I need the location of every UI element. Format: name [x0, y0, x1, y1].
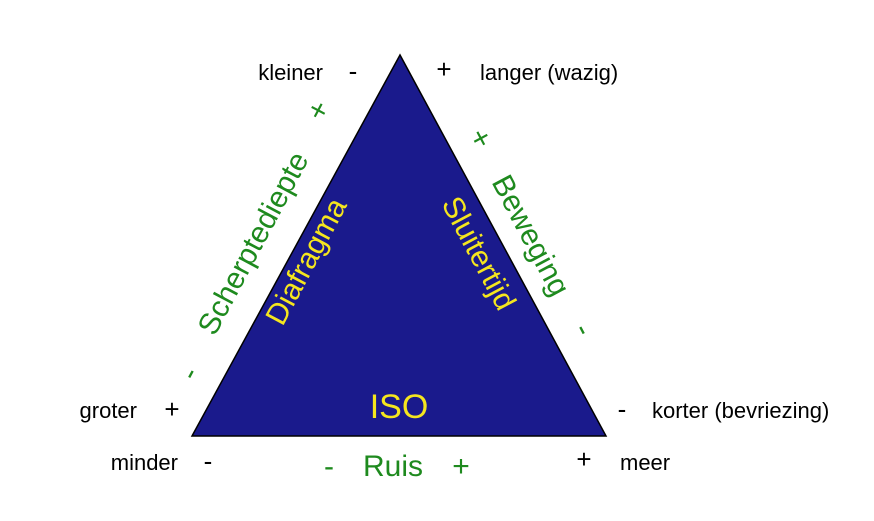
bottom-right-upper-label: korter (bevriezing): [652, 398, 829, 423]
exposure-triangle: [190, 53, 608, 437]
bottom-left-lower-label: minder: [111, 450, 178, 475]
outer-bottom-minus: -: [324, 450, 334, 483]
bottom-left-upper-sign: +: [164, 394, 179, 424]
bottom-right-upper-sign: -: [618, 394, 627, 424]
outer-bottom-plus: +: [452, 450, 470, 483]
outer-right-minus: -: [566, 317, 600, 341]
top-right-sign: +: [436, 54, 451, 84]
top-left-label: kleiner: [258, 60, 323, 85]
outer-left-plus: +: [300, 95, 337, 126]
bottom-left-upper-label: groter: [80, 398, 137, 423]
bottom-right-lower-sign: +: [576, 444, 591, 474]
bottom-right-lower-label: meer: [620, 450, 670, 475]
outer-bottom-label: Ruis: [363, 450, 423, 483]
top-right-label: langer (wazig): [480, 60, 618, 85]
top-left-sign: -: [349, 56, 358, 86]
outer-left-minus: -: [173, 361, 207, 385]
inner-bottom-label: ISO: [370, 388, 429, 426]
bottom-left-lower-sign: -: [204, 446, 213, 476]
outer-right-plus: +: [462, 123, 499, 154]
